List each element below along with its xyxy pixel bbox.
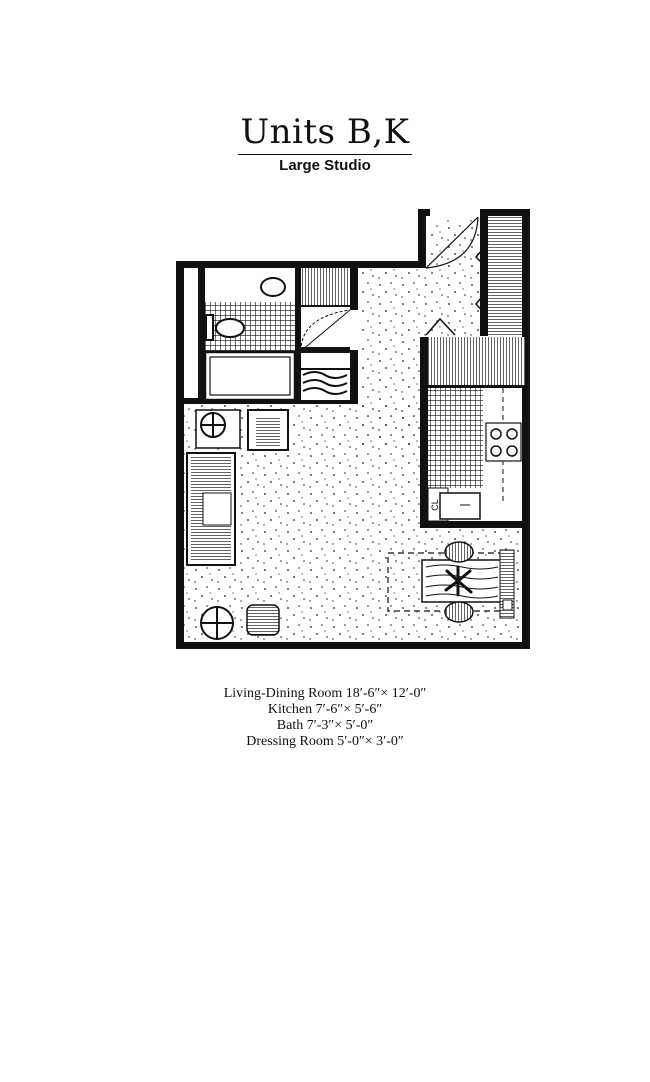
centerpiece-icon (444, 565, 473, 597)
refrigerator-icon (439, 492, 481, 520)
dimension-bath: Bath 7′-3″× 5′-0″ (276, 718, 374, 733)
bathroom (198, 268, 358, 402)
toilet-icon (215, 318, 245, 338)
dining-chair (444, 541, 474, 623)
dimension-kitchen: Kitchen 7′-6″× 5′-6″ (267, 702, 383, 717)
entry-closet (474, 216, 522, 336)
living-furniture (186, 409, 289, 640)
closet-label: CL (430, 499, 440, 511)
kitchen: CL (420, 317, 525, 528)
entry-door (425, 216, 479, 269)
dining-set (387, 541, 515, 623)
dimension-dressing-room: Dressing Room 5′-0″× 3′-0″ (246, 734, 404, 749)
toilet-tank (205, 314, 214, 341)
room-dimensions: Living-Dining Room 18′-6″× 12′-0″ Kitche… (0, 686, 650, 750)
page-subtitle: Large Studio (279, 157, 371, 174)
title-block: Units B,K Large Studio (0, 112, 650, 174)
floor-plan: CL (176, 209, 530, 649)
page-title: Units B,K (238, 112, 412, 155)
sink-icon (260, 277, 286, 297)
side-chair (246, 604, 280, 636)
dimension-living-dining: Living-Dining Room 18′-6″× 12′-0″ (223, 686, 427, 701)
